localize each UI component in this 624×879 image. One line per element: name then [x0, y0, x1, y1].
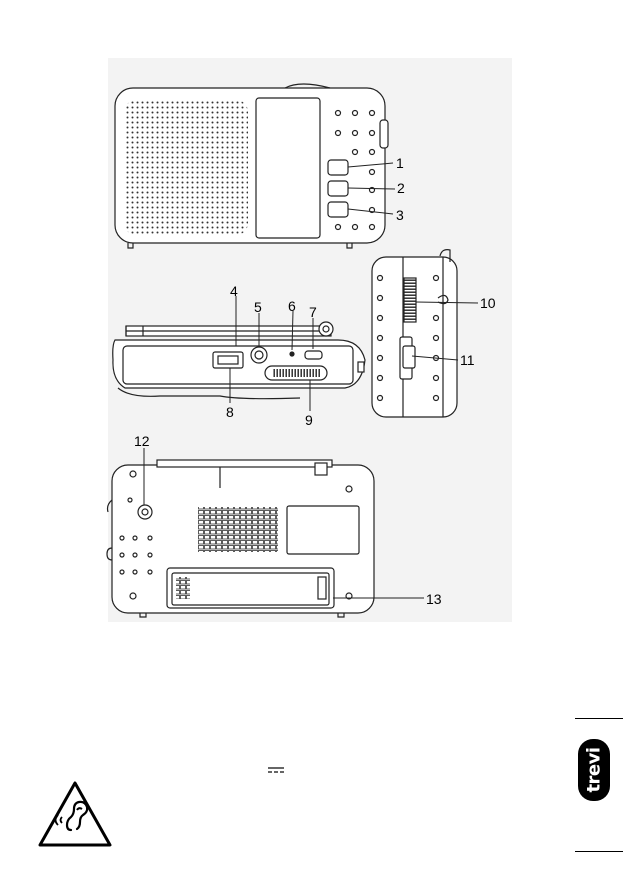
- radio-back-view: [107, 460, 374, 617]
- callout-2: 2: [397, 181, 405, 195]
- callout-11: 11: [460, 353, 475, 367]
- front-button-1: [328, 160, 348, 175]
- callout-6: 6: [288, 299, 296, 313]
- callout-13: 13: [426, 592, 442, 606]
- callout-7: 7: [309, 305, 317, 319]
- callout-9: 9: [305, 413, 313, 427]
- front-button-2: [328, 181, 348, 196]
- radio-top-view: [113, 322, 365, 399]
- divider-bottom: [575, 851, 623, 852]
- callout-5: 5: [254, 300, 262, 314]
- trevi-logo: trevi: [577, 738, 611, 802]
- callout-10: 10: [480, 296, 496, 310]
- callout-4: 4: [230, 284, 238, 298]
- callout-12: 12: [134, 434, 150, 448]
- front-button-3: [328, 202, 348, 217]
- logo-text: trevi: [584, 747, 605, 792]
- divider-top: [575, 718, 623, 719]
- radio-side-view: [372, 250, 457, 417]
- callout-8: 8: [226, 405, 234, 419]
- dc-current-symbol-icon: [267, 765, 285, 775]
- callout-3: 3: [396, 208, 404, 222]
- hearing-warning-icon: [37, 780, 113, 848]
- radio-front-view: [115, 84, 388, 248]
- callout-1: 1: [396, 156, 404, 170]
